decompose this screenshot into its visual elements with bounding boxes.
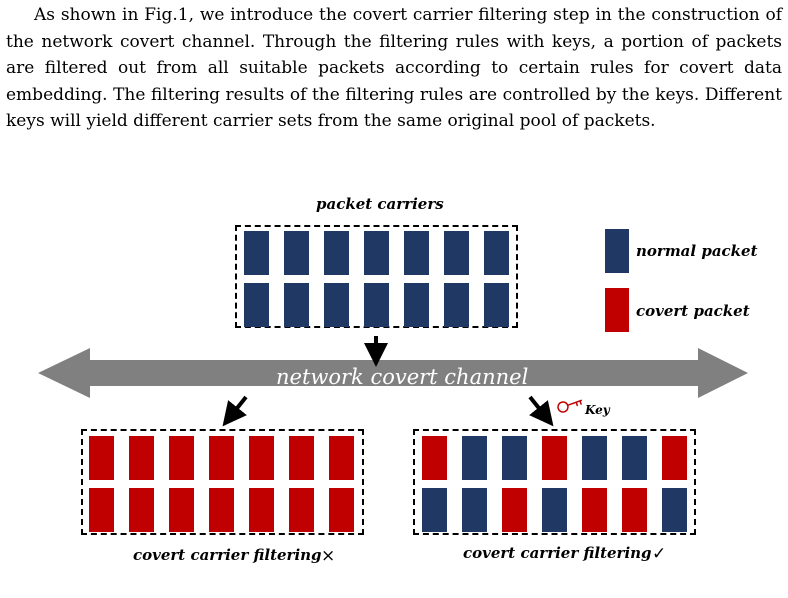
left-packet-covert <box>329 488 354 532</box>
right-packet-normal <box>502 436 527 480</box>
left-packet-covert <box>129 436 154 480</box>
packet-carriers-box <box>235 225 518 328</box>
top-packet-normal <box>244 231 269 275</box>
figure-arrows <box>38 336 748 427</box>
right-packet-normal <box>622 436 647 480</box>
cross-icon: × <box>321 546 336 566</box>
left-packet-covert <box>329 436 354 480</box>
legend-normal-label: normal packet <box>636 242 758 260</box>
left-packet-covert <box>169 436 194 480</box>
top-packet-normal <box>444 231 469 275</box>
right-packet-covert <box>422 436 447 480</box>
left-packet-covert <box>249 436 274 480</box>
top-packet-normal <box>364 283 389 327</box>
left-packet-covert <box>289 436 314 480</box>
right-filtering-label: covert carrier filtering <box>463 544 652 562</box>
right-packet-covert <box>542 436 567 480</box>
packet-carriers-label: packet carriers <box>316 195 444 213</box>
right-packet-normal <box>462 488 487 532</box>
check-icon: ✓ <box>652 544 667 564</box>
figure-1: packet carriers normal packet covert pac… <box>0 185 788 598</box>
top-packet-normal <box>284 231 309 275</box>
right-packet-normal <box>422 488 447 532</box>
legend-covert-label: covert packet <box>636 302 750 320</box>
right-packet-covert <box>622 488 647 532</box>
top-packet-normal <box>404 283 429 327</box>
top-packet-normal <box>484 231 509 275</box>
left-packet-covert <box>249 488 274 532</box>
right-packet-covert <box>502 488 527 532</box>
legend-normal-swatch <box>605 229 629 273</box>
right-packet-covert <box>662 436 687 480</box>
right-packet-normal <box>662 488 687 532</box>
right-packet-normal <box>542 488 567 532</box>
right-filtered-box <box>413 429 696 535</box>
left-packet-covert <box>289 488 314 532</box>
arrow-down-right <box>528 395 554 427</box>
right-packet-normal <box>582 436 607 480</box>
channel-double-arrow <box>38 348 748 398</box>
top-packet-normal <box>324 231 349 275</box>
top-packet-normal <box>324 283 349 327</box>
arrow-down-left <box>222 395 248 427</box>
top-packet-normal <box>244 283 269 327</box>
right-packet-normal <box>462 436 487 480</box>
channel-label: network covert channel <box>276 365 529 389</box>
left-packet-covert <box>209 488 234 532</box>
right-packet-covert <box>582 488 607 532</box>
left-packet-covert <box>129 488 154 532</box>
left-filtering-label: covert carrier filtering <box>133 546 322 564</box>
top-packet-normal <box>484 283 509 327</box>
left-packet-covert <box>209 436 234 480</box>
left-packet-covert <box>169 488 194 532</box>
key-icon <box>557 399 583 413</box>
top-packet-normal <box>284 283 309 327</box>
legend-covert-swatch <box>605 288 629 332</box>
top-packet-normal <box>404 231 429 275</box>
top-packet-normal <box>364 231 389 275</box>
top-packet-normal <box>444 283 469 327</box>
left-filtered-box <box>81 429 364 535</box>
body-paragraph: As shown in Fig.1, we introduce the cove… <box>6 5 782 131</box>
left-packet-covert <box>89 488 114 532</box>
key-label: Key <box>585 403 610 417</box>
left-packet-covert <box>89 436 114 480</box>
